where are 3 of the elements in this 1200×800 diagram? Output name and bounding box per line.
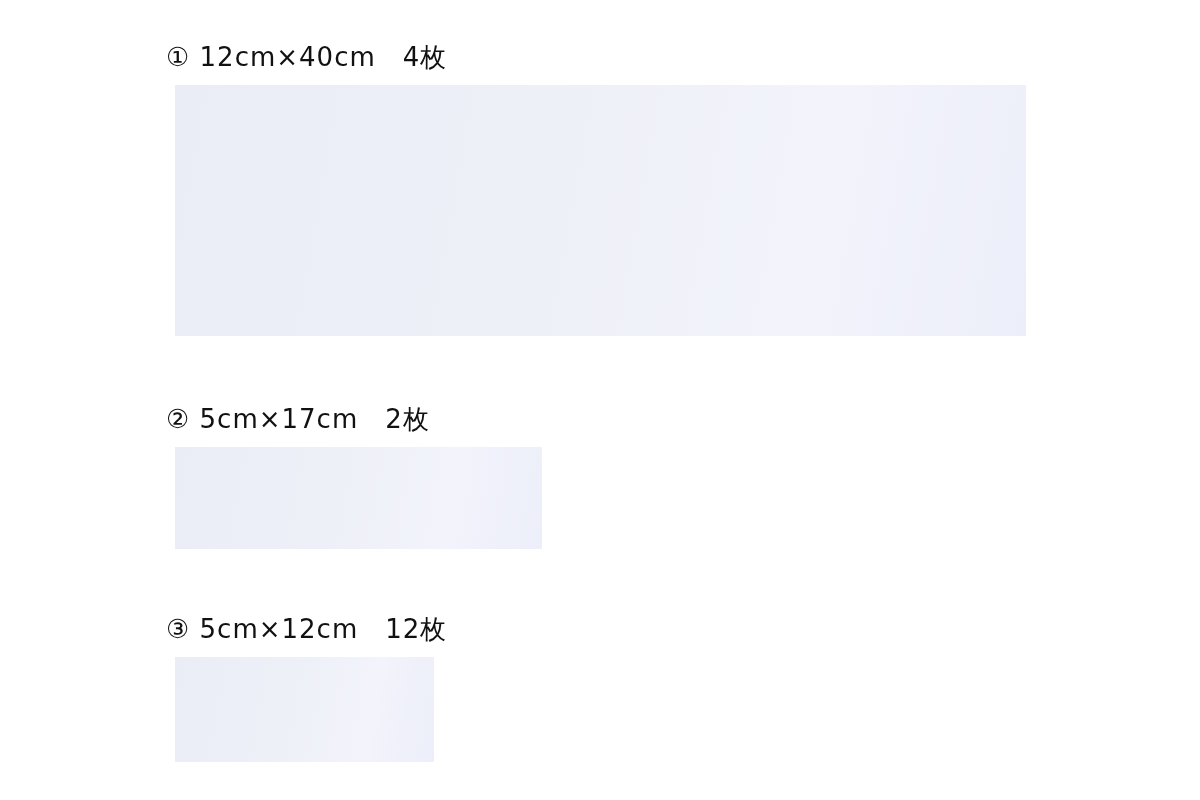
size-heading: ③ 5cm×12cm 12枚 [166, 614, 448, 644]
size-heading: ① 12cm×40cm 4枚 [166, 42, 448, 72]
size-heading: ② 5cm×17cm 2枚 [166, 404, 430, 434]
